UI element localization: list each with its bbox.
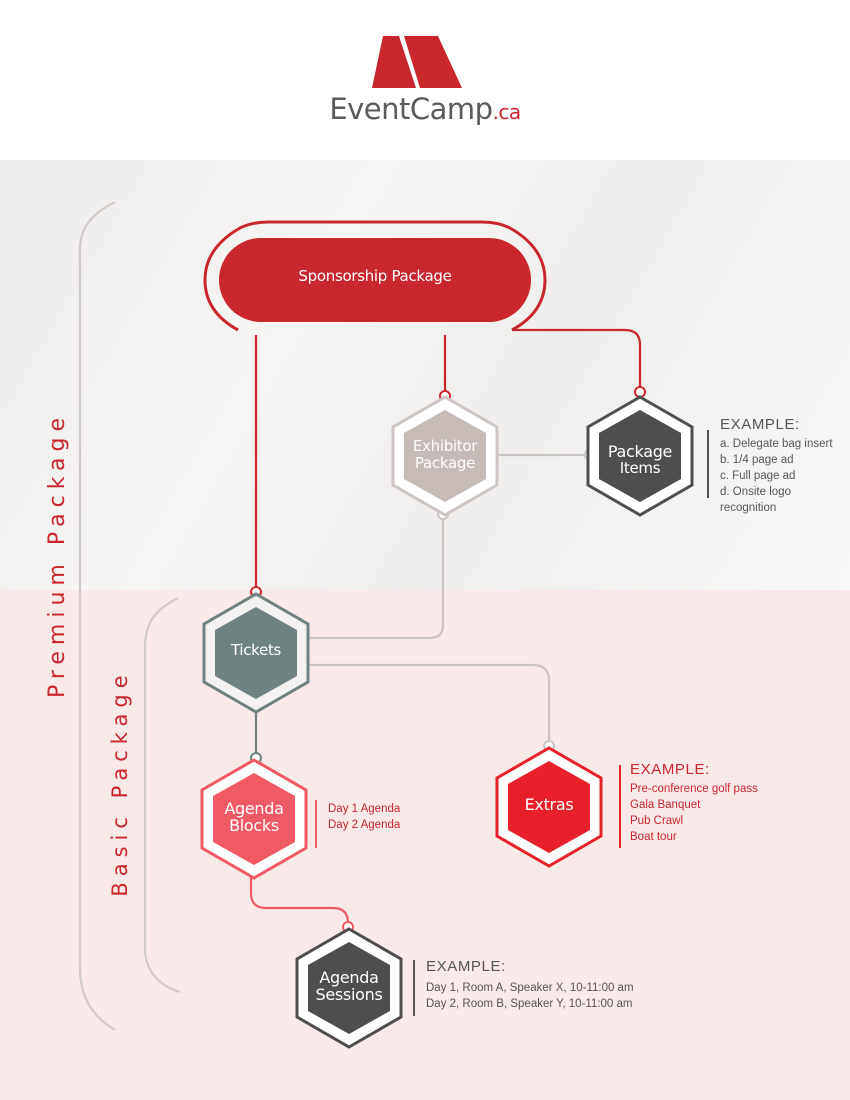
connectors bbox=[249, 328, 642, 927]
premium-background bbox=[0, 160, 850, 590]
example-item: Boat tour bbox=[630, 831, 677, 843]
example-item: d. Onsite logo recognition bbox=[720, 486, 791, 514]
sponsorship-package-node bbox=[203, 220, 547, 332]
agenda-sessions-label-line-1: Agenda bbox=[319, 968, 379, 987]
premium-package-label: Premium Package bbox=[45, 411, 70, 699]
sponsorship-package-label: Sponsorship Package bbox=[298, 267, 452, 285]
example-item: Gala Banquet bbox=[630, 799, 701, 811]
example-item: a. Delegate bag insert bbox=[720, 438, 833, 450]
package-items-label-line-2: Items bbox=[619, 459, 661, 477]
basic-background bbox=[0, 590, 850, 1100]
tickets-hexagon bbox=[202, 592, 310, 714]
agenda-blocks-example: Day 1 Agenda Day 2 Agenda bbox=[328, 801, 400, 833]
example-item: b. 1/4 page ad bbox=[720, 454, 794, 466]
example-item: Day 2, Room B, Speaker Y, 10-11:00 am bbox=[426, 998, 633, 1010]
example-heading: EXAMPLE: bbox=[720, 416, 800, 433]
example-item: Pre-conference golf pass bbox=[630, 783, 758, 795]
package-items-example: EXAMPLE: a. Delegate bag insert b. 1/4 p… bbox=[720, 416, 850, 516]
premium-bracket bbox=[78, 201, 116, 1031]
tickets-label: Tickets bbox=[230, 641, 282, 659]
eventcamp-logo-icon bbox=[372, 36, 462, 88]
example-item: Pub Crawl bbox=[630, 815, 684, 827]
package-items-hexagon bbox=[586, 395, 694, 517]
exhibitor-label-line-1: Exhibitor bbox=[412, 437, 478, 455]
example-item: Day 1 Agenda bbox=[328, 803, 401, 815]
brand-logo-text: EventCamp.ca bbox=[0, 92, 850, 126]
example-dividers bbox=[315, 430, 709, 1016]
example-item: c. Full page ad bbox=[720, 470, 796, 482]
exhibitor-package-hexagon bbox=[391, 395, 499, 517]
package-items-label: Package Items bbox=[588, 443, 692, 477]
agenda-blocks-label-line-2: Blocks bbox=[229, 816, 279, 835]
example-item: Day 2 Agenda bbox=[328, 819, 401, 831]
package-items-label-line-1: Package bbox=[607, 442, 673, 461]
agenda-blocks-label: Agenda Blocks bbox=[202, 800, 306, 834]
extras-label: Extras bbox=[524, 795, 574, 814]
agenda-sessions-label: Agenda Sessions bbox=[297, 969, 401, 1003]
exhibitor-label-line-2: Package bbox=[414, 454, 476, 472]
extras-example: EXAMPLE: Pre-conference golf pass Gala B… bbox=[630, 761, 758, 845]
exhibitor-package-label: Exhibitor Package bbox=[393, 438, 497, 472]
brand-tld: .ca bbox=[492, 100, 522, 124]
basic-package-label: Basic Package bbox=[108, 669, 132, 897]
agenda-sessions-hexagon bbox=[295, 927, 403, 1049]
agenda-blocks-hexagon bbox=[200, 758, 308, 880]
example-heading: EXAMPLE: bbox=[426, 958, 506, 975]
extras-hexagon bbox=[495, 746, 603, 868]
example-item: Day 1, Room A, Speaker X, 10-11:00 am bbox=[426, 982, 634, 994]
agenda-sessions-example: EXAMPLE: Day 1, Room A, Speaker X, 10-11… bbox=[426, 958, 634, 1012]
brand-name: EventCamp bbox=[329, 92, 493, 126]
agenda-sessions-label-line-2: Sessions bbox=[315, 985, 383, 1004]
basic-bracket bbox=[143, 597, 181, 994]
example-heading: EXAMPLE: bbox=[630, 761, 710, 778]
agenda-blocks-label-line-1: Agenda bbox=[224, 799, 284, 818]
